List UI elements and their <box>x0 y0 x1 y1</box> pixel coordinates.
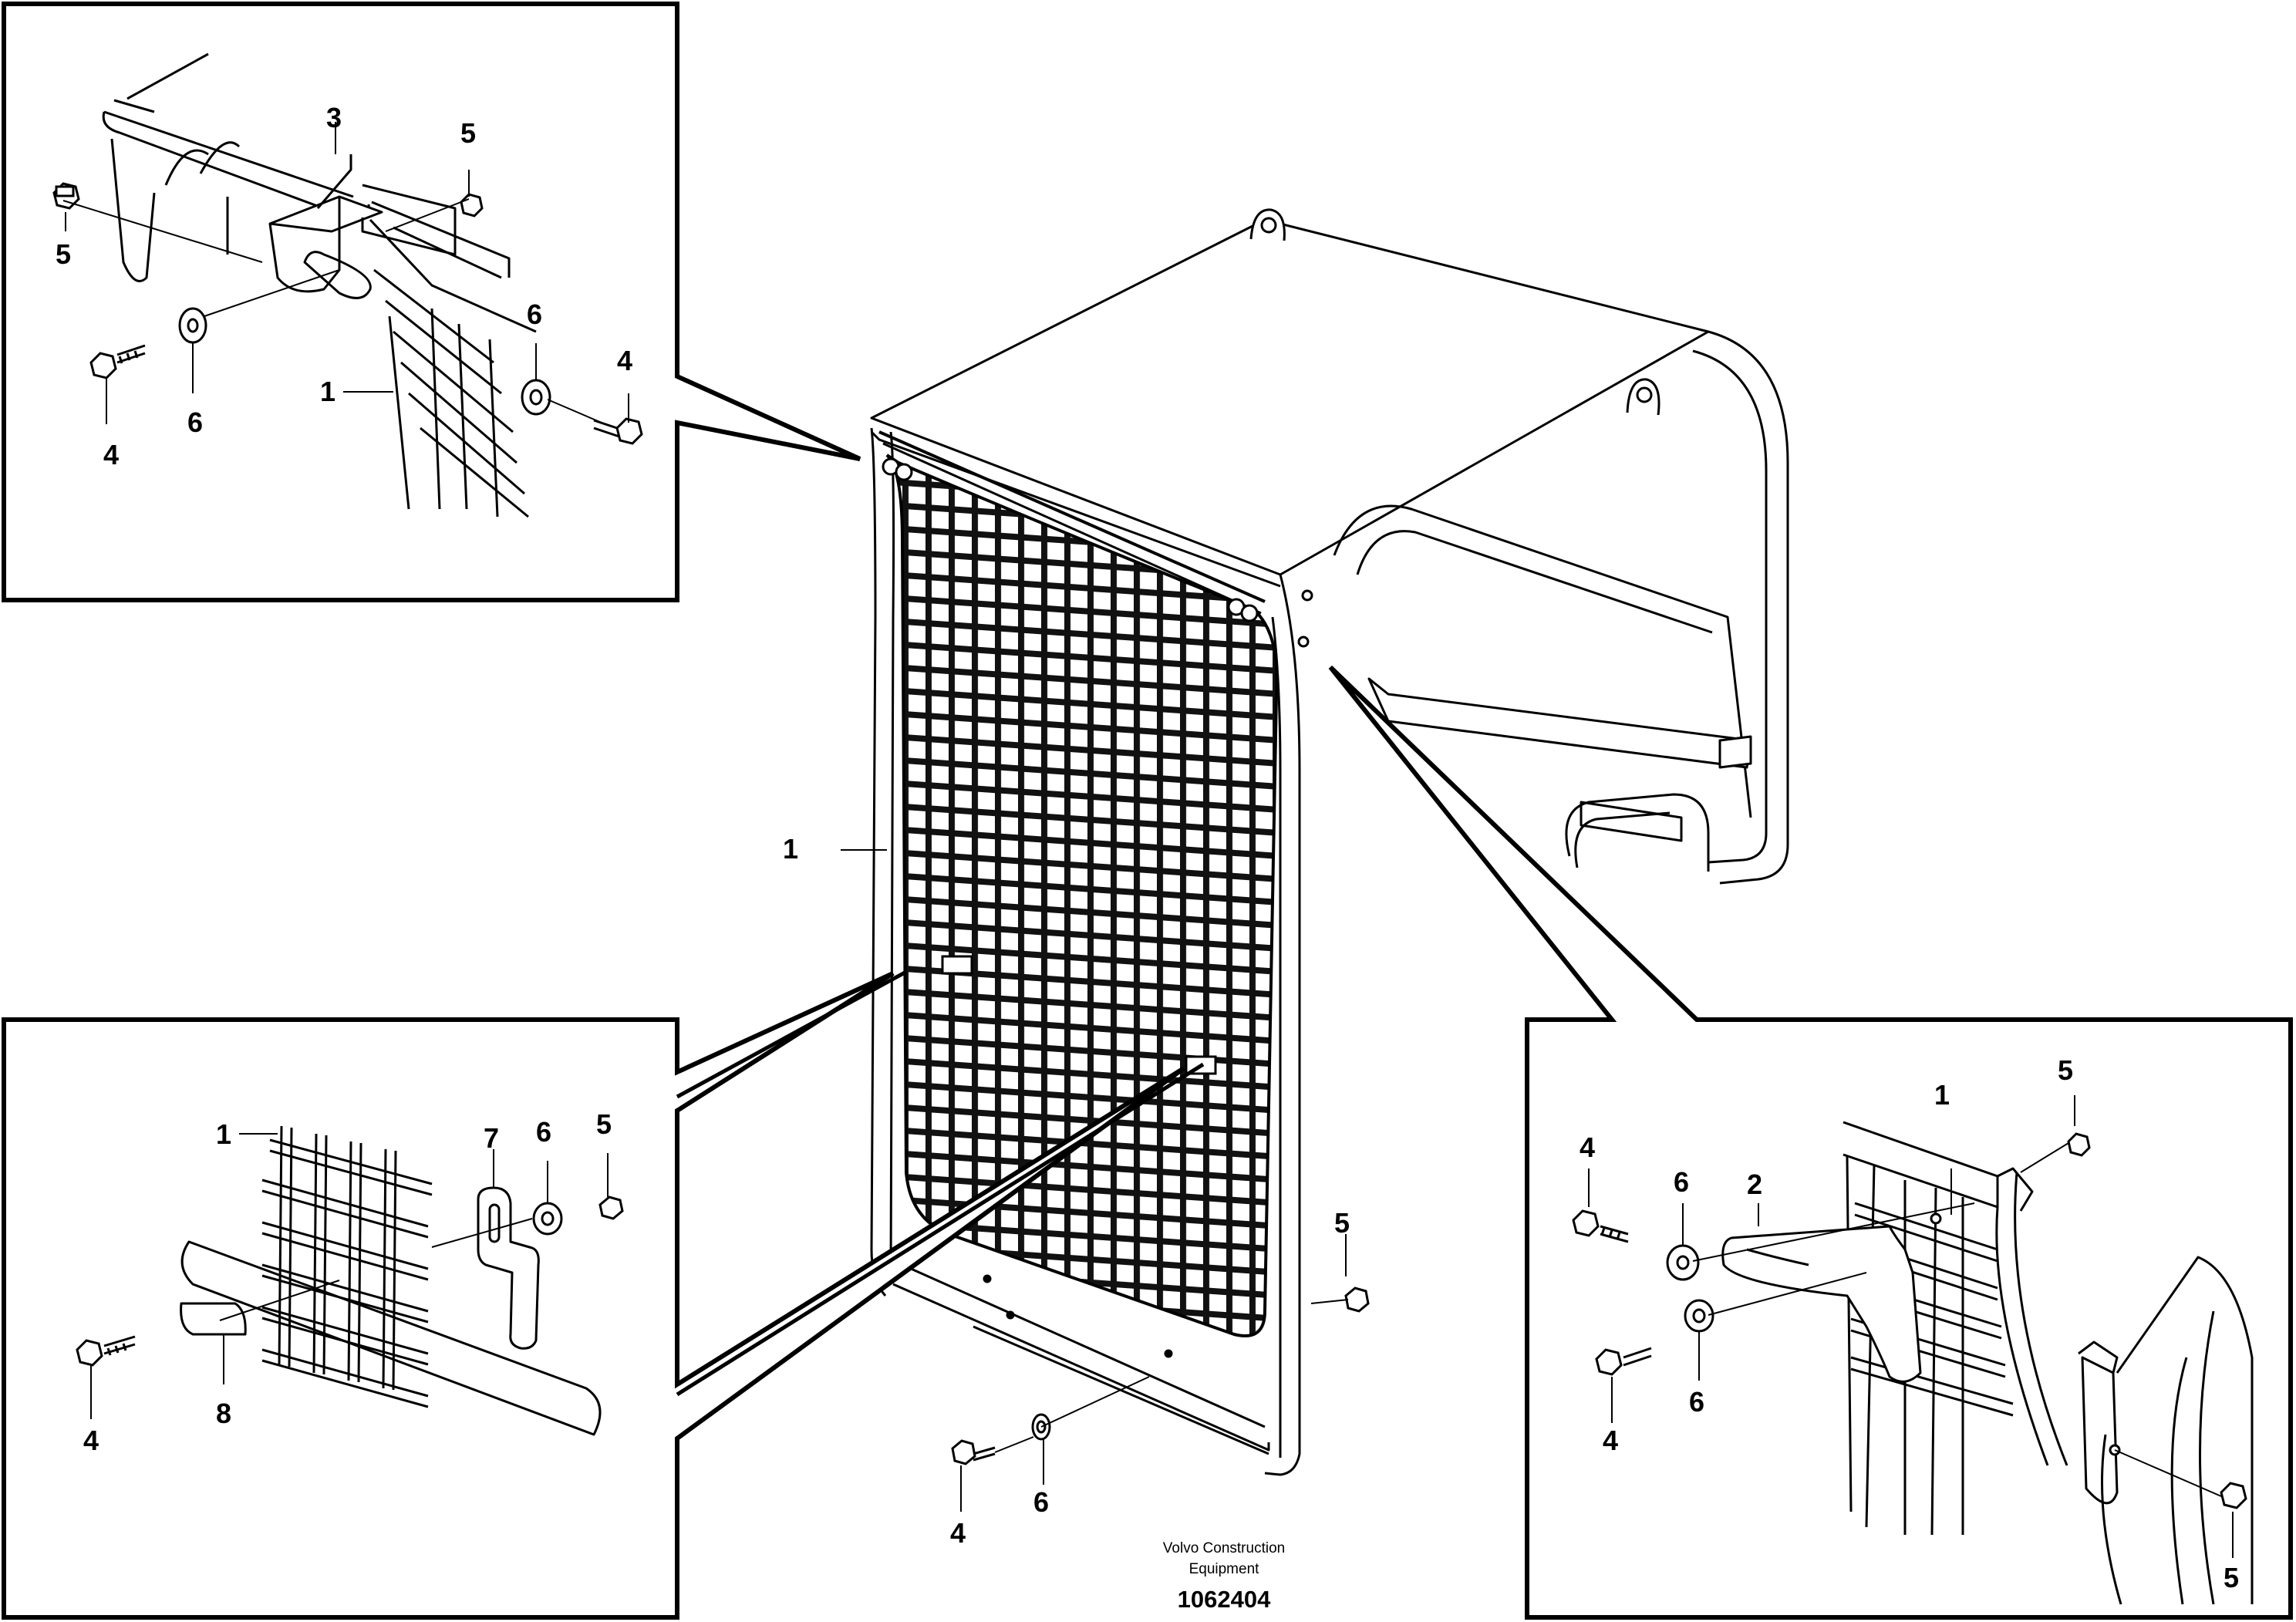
tl-label-4-left: 4 <box>103 439 119 470</box>
main-label-6: 6 <box>1033 1486 1049 1518</box>
tl-label-5-top: 5 <box>460 117 476 149</box>
cab-frame <box>870 208 1789 1476</box>
brand-line-1: Volvo Construction <box>1163 1540 1285 1556</box>
detail-bottom-right: 1 5 4 6 2 4 6 5 <box>1328 665 2293 1620</box>
br-label-4-top: 4 <box>1580 1131 1595 1163</box>
detail-bottom-left: 1 7 6 5 4 8 <box>2 969 1205 1620</box>
tl-label-5-left: 5 <box>56 238 71 270</box>
bl-label-5: 5 <box>596 1108 612 1140</box>
br-label-5-top: 5 <box>2058 1054 2073 1086</box>
main-label-5: 5 <box>1334 1207 1350 1239</box>
tl-label-4-right: 4 <box>617 345 632 376</box>
footer-brand: Volvo Construction Equipment 1062404 <box>1163 1540 1285 1613</box>
document-number: 1062404 <box>1178 1586 1271 1613</box>
main-leader-lines <box>841 849 1349 1512</box>
bl-label-8: 8 <box>216 1398 231 1429</box>
bl-label-4: 4 <box>83 1425 99 1456</box>
main-label-4: 4 <box>950 1517 966 1549</box>
tl-label-6-left: 6 <box>187 406 203 438</box>
br-label-6-top: 6 <box>1674 1166 1689 1198</box>
bl-label-1: 1 <box>216 1118 231 1150</box>
br-label-2: 2 <box>1747 1168 1762 1200</box>
br-label-5-bottom: 5 <box>2224 1562 2239 1593</box>
br-label-4-bottom: 4 <box>1603 1425 1618 1456</box>
br-label-6-bottom: 6 <box>1689 1386 1704 1418</box>
tl-label-6-right: 6 <box>527 298 542 330</box>
detail-top-left: 3 5 5 6 6 4 4 1 <box>2 2 861 602</box>
brand-line-2: Equipment <box>1189 1561 1260 1577</box>
top-hinge-bolts <box>882 457 1313 648</box>
bl-label-6: 6 <box>536 1116 551 1148</box>
br-label-1: 1 <box>1934 1079 1950 1111</box>
main-label-1: 1 <box>783 833 798 865</box>
tl-label-3: 3 <box>326 102 342 133</box>
protective-screen-mesh <box>878 430 1279 1337</box>
tl-label-1: 1 <box>320 376 335 407</box>
bl-label-7: 7 <box>484 1122 499 1154</box>
